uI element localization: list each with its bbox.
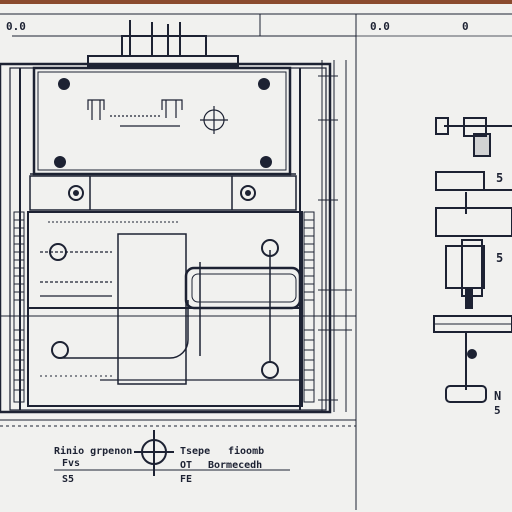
bottom-note-2: Fvs xyxy=(62,458,80,469)
top-panel-details xyxy=(87,99,228,134)
top-bracket xyxy=(87,20,239,67)
lower-panel xyxy=(0,211,356,407)
top-panel xyxy=(29,66,297,211)
sheet-frame xyxy=(0,13,512,510)
dimension-lines xyxy=(0,60,356,427)
bottom-note-1: Rinio grpenon xyxy=(54,445,132,457)
top-left-label: 0.0 xyxy=(6,20,26,33)
main-enclosure xyxy=(0,62,332,414)
blueprint-sheet: 0.0 0.0 0 xyxy=(0,4,512,512)
side-label-upper: 5 xyxy=(496,171,503,185)
side-hatching xyxy=(13,211,315,403)
bottom-note-7: FE xyxy=(180,474,192,485)
bottom-note-3: S5 xyxy=(62,474,74,485)
bottom-note-5: Bormecedh xyxy=(208,460,262,471)
bottom-note-4: Tsepe xyxy=(180,446,210,457)
mounting-holes xyxy=(54,78,272,201)
side-section-views xyxy=(433,117,512,403)
bottom-note-6: OT xyxy=(180,460,192,471)
side-label-lower-sub: 5 xyxy=(494,404,501,417)
top-right-label-a: 0.0 xyxy=(370,20,390,33)
schematic-drawing: 0.0 0.0 0 xyxy=(0,13,512,510)
top-right-label-b: 0 xyxy=(462,20,469,33)
bottom-crosshair-symbol xyxy=(54,430,290,476)
fittings xyxy=(40,221,279,379)
bottom-note-8: fioomb xyxy=(228,445,264,457)
side-label-lower: N xyxy=(494,389,501,403)
side-label-middle: 5 xyxy=(496,251,503,265)
